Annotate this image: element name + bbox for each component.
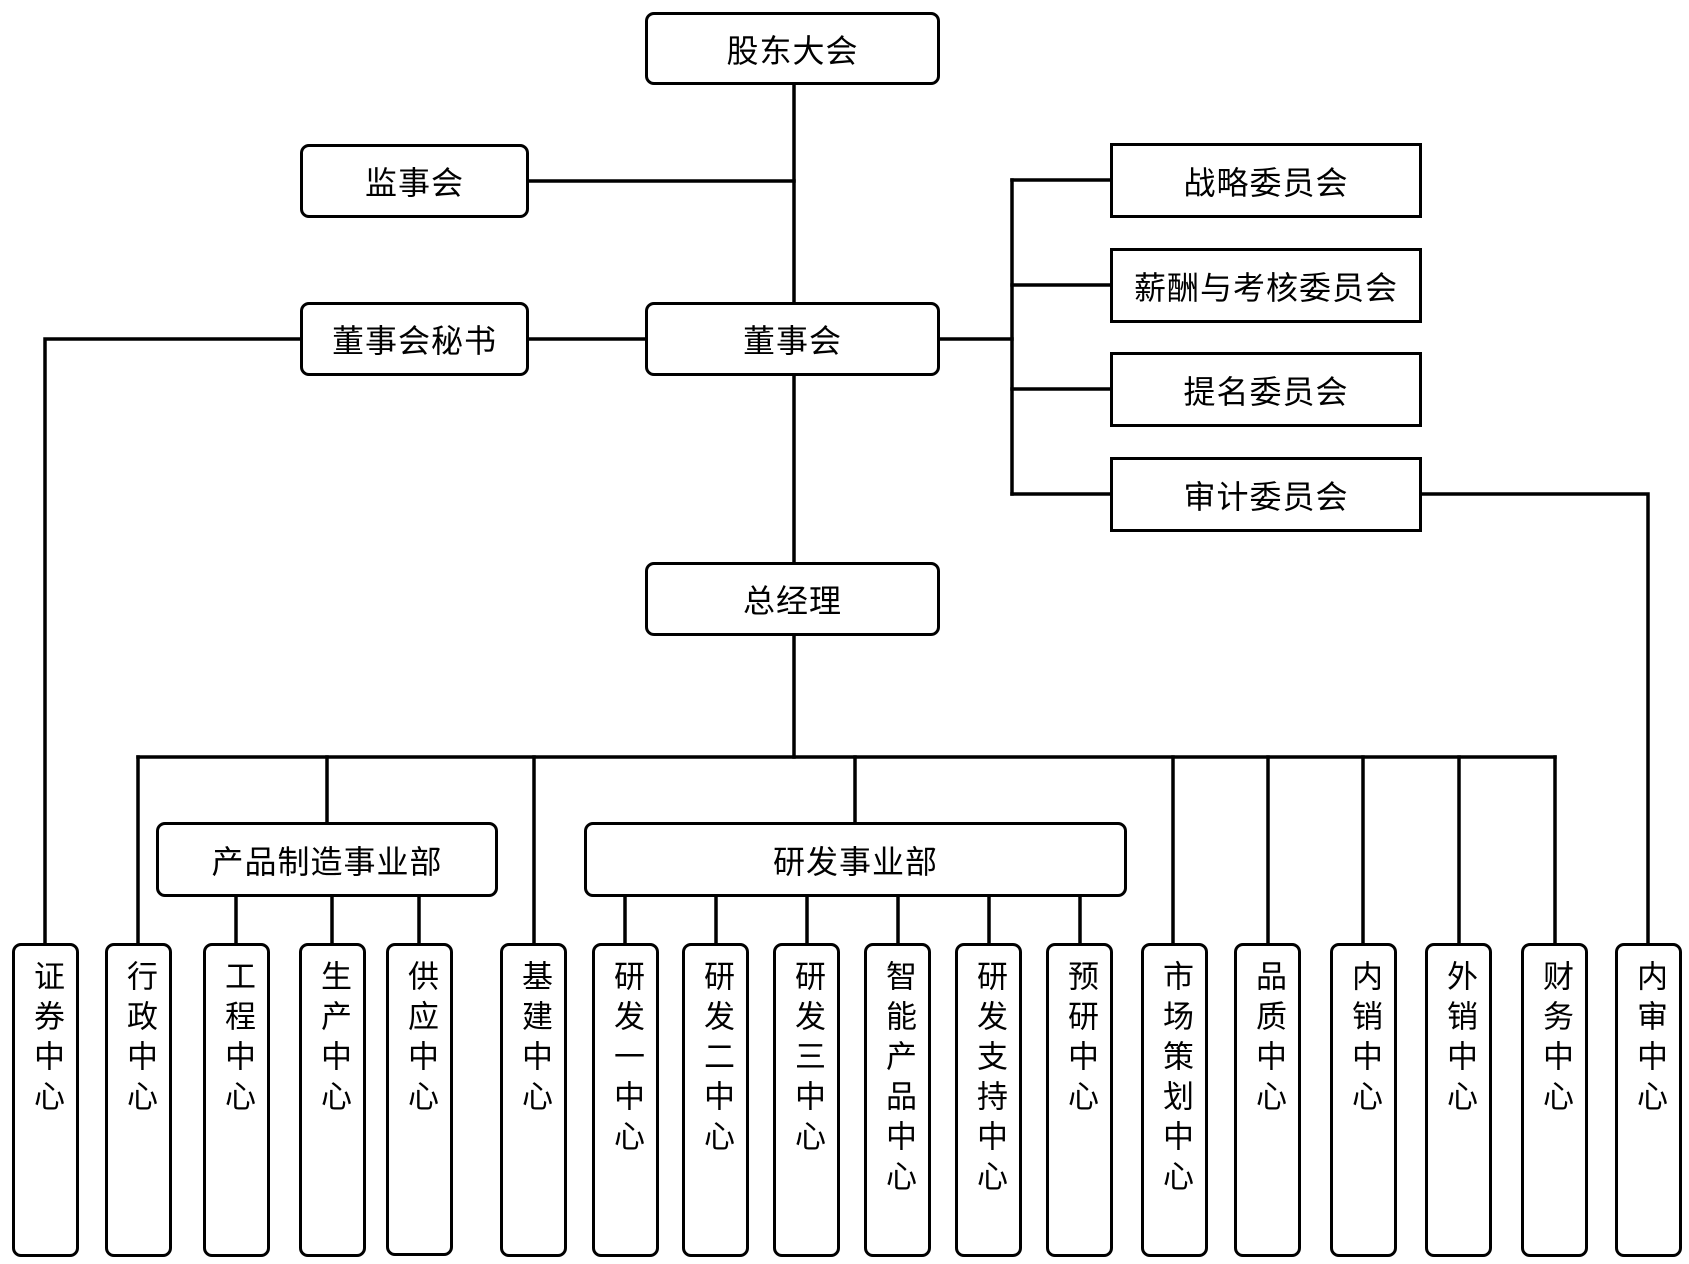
- node-label: 研发三中心: [789, 960, 825, 1160]
- node-board-of-directors: 董事会: [645, 302, 940, 376]
- node-shareholders-meeting: 股东大会: [645, 12, 940, 85]
- node-manufacturing-division: 产品制造事业部: [156, 822, 498, 897]
- node-strategy-committee: 战略委员会: [1110, 143, 1422, 218]
- node-quality-center: 品质中心: [1234, 943, 1301, 1257]
- node-marketing-center: 市场策划中心: [1141, 943, 1208, 1257]
- node-domestic-sales-center: 内销中心: [1330, 943, 1397, 1257]
- node-label: 审计委员会: [1183, 477, 1349, 516]
- node-export-sales-center: 外销中心: [1425, 943, 1492, 1257]
- node-infrastructure-center: 基建中心: [500, 943, 567, 1257]
- node-label: 股东大会: [726, 31, 859, 70]
- node-production-center: 生产中心: [299, 943, 366, 1257]
- node-label: 战略委员会: [1183, 163, 1349, 202]
- node-supply-center: 供应中心: [386, 943, 453, 1256]
- node-rnd-support-center: 研发支持中心: [955, 943, 1022, 1257]
- node-admin-center: 行政中心: [105, 943, 172, 1257]
- node-label: 产品制造事业部: [211, 842, 443, 881]
- node-label: 财务中心: [1537, 960, 1573, 1120]
- node-label: 市场策划中心: [1157, 960, 1193, 1200]
- node-supervisory-board: 监事会: [300, 144, 529, 218]
- node-rnd-center-2: 研发二中心: [682, 943, 749, 1257]
- node-rnd-center-3: 研发三中心: [773, 943, 840, 1257]
- node-label: 内审中心: [1631, 960, 1667, 1120]
- node-label: 研发一中心: [608, 960, 644, 1160]
- node-label: 提名委员会: [1183, 372, 1349, 411]
- node-label: 研发支持中心: [971, 960, 1007, 1200]
- node-pre-research-center: 预研中心: [1046, 943, 1113, 1257]
- node-label: 基建中心: [516, 960, 552, 1120]
- node-label: 研发事业部: [772, 842, 938, 881]
- node-label: 总经理: [742, 582, 842, 620]
- node-label: 工程中心: [219, 960, 255, 1120]
- node-nomination-committee: 提名委员会: [1110, 352, 1422, 427]
- node-securities-center: 证券中心: [12, 943, 79, 1257]
- node-label: 外销中心: [1441, 960, 1477, 1120]
- node-label: 供应中心: [402, 960, 438, 1120]
- node-label: 内销中心: [1346, 960, 1382, 1120]
- node-label: 证券中心: [28, 960, 64, 1120]
- node-label: 研发二中心: [698, 960, 734, 1160]
- node-label: 品质中心: [1250, 960, 1286, 1120]
- node-compensation-committee: 薪酬与考核委员会: [1110, 248, 1422, 323]
- node-label: 生产中心: [315, 960, 351, 1120]
- node-board-secretary: 董事会秘书: [300, 302, 529, 376]
- line-secretary-securities: [43, 337, 303, 946]
- node-general-manager: 总经理: [645, 562, 940, 636]
- line-audit-internal: [1418, 492, 1650, 946]
- node-finance-center: 财务中心: [1521, 943, 1588, 1257]
- node-label: 监事会: [364, 164, 464, 202]
- node-internal-audit-center: 内审中心: [1615, 943, 1682, 1257]
- node-smart-product-center: 智能产品中心: [864, 943, 931, 1257]
- node-label: 预研中心: [1062, 960, 1098, 1120]
- node-label: 董事会秘书: [331, 322, 497, 360]
- node-label: 智能产品中心: [880, 960, 916, 1200]
- node-audit-committee: 审计委员会: [1110, 457, 1422, 532]
- node-label: 薪酬与考核委员会: [1133, 268, 1398, 307]
- node-engineering-center: 工程中心: [203, 943, 270, 1257]
- node-rnd-division: 研发事业部: [584, 822, 1127, 897]
- node-label: 行政中心: [121, 960, 157, 1120]
- node-rnd-center-1: 研发一中心: [592, 943, 659, 1257]
- node-label: 董事会: [742, 322, 842, 360]
